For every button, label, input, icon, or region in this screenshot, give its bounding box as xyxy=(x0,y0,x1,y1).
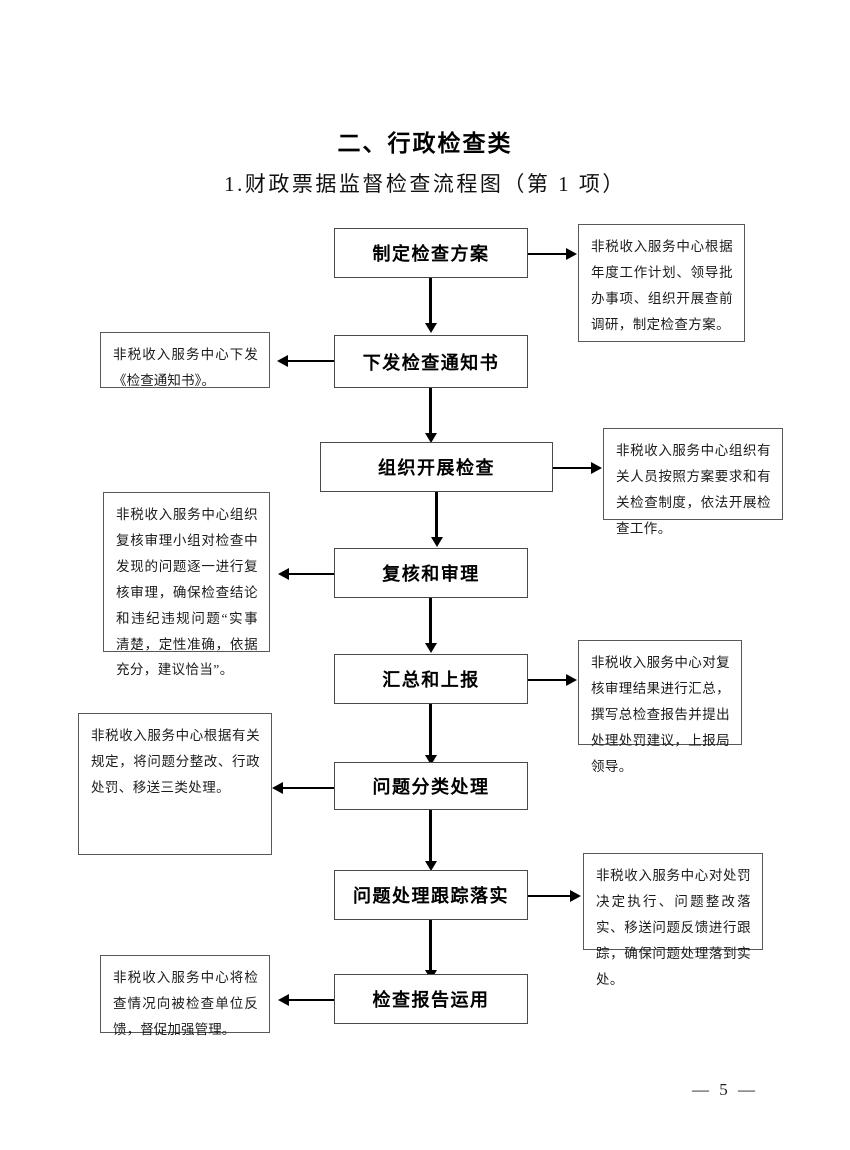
edge-n3-n4-arrow xyxy=(430,537,443,547)
edge-n2-n3-arrow xyxy=(424,433,437,443)
edge-n1-n2-line xyxy=(429,278,432,323)
edge-n5-n6-arrow xyxy=(424,755,437,765)
edge-n5-n6-line xyxy=(429,704,432,755)
flow-node-formulate-plan[interactable]: 制定检查方案 xyxy=(334,228,528,278)
edge-n7-note7-line xyxy=(528,895,572,897)
edge-n7-note7-arrow xyxy=(570,889,581,902)
edge-n2-note2-line xyxy=(287,360,334,362)
edge-n4-note4-arrow xyxy=(278,567,289,580)
edge-n6-note6-line xyxy=(282,787,334,789)
edge-n3-n4-line xyxy=(435,492,438,537)
edge-n8-note8-arrow xyxy=(278,993,289,1006)
edge-n1-note1-line xyxy=(528,253,568,255)
edge-n6-note6-arrow xyxy=(272,781,283,794)
edge-n5-note5-arrow xyxy=(566,673,577,686)
edge-n6-n7-line xyxy=(429,810,432,861)
page-title: 二、行政检查类 xyxy=(337,130,513,156)
flow-node-conduct-inspection[interactable]: 组织开展检查 xyxy=(320,442,553,492)
annotation-formulate-plan: 非税收入服务中心根据年度工作计划、领导批办事项、组织开展查前调研，制定检查方案。 xyxy=(578,224,745,342)
edge-n7-n8-line xyxy=(429,920,432,970)
annotation-track-implementation: 非税收入服务中心对处罚决定执行、问题整改落实、移送问题反馈进行跟踪，确保问题处理… xyxy=(583,853,763,987)
flow-node-classify-problems[interactable]: 问题分类处理 xyxy=(334,762,528,810)
edge-n8-note8-line xyxy=(288,999,334,1001)
page-subtitle: 1.财政票据监督检查流程图（第 1 项） xyxy=(224,172,626,196)
flow-node-track-implementation[interactable]: 问题处理跟踪落实 xyxy=(334,870,528,920)
annotation-conduct-inspection: 非税收入服务中心组织有关人员按照方案要求和有关检查制度，依法开展检查工作。 xyxy=(603,428,783,536)
edge-n4-note4-line xyxy=(288,573,334,575)
annotation-apply-report: 非税收入服务中心将检查情况向被检查单位反馈，督促加强管理。 xyxy=(100,955,270,1037)
edge-n3-note3-line xyxy=(553,467,593,469)
annotation-classify-problems: 非税收入服务中心根据有关规定，将问题分整改、行政处罚、移送三类处理。 xyxy=(78,713,272,855)
edge-n1-note1-arrow xyxy=(566,248,577,260)
flow-node-review-and-trial[interactable]: 复核和审理 xyxy=(334,548,528,598)
annotation-review-and-trial: 非税收入服务中心组织复核审理小组对检查中发现的问题逐一进行复核审理，确保检查结论… xyxy=(103,492,270,677)
edge-n2-n3-line xyxy=(429,388,432,433)
edge-n4-n5-arrow xyxy=(424,643,437,653)
edge-n6-n7-arrow xyxy=(424,861,437,871)
edge-n4-n5-line xyxy=(429,598,432,643)
page-number: — 5 — xyxy=(692,1080,758,1099)
edge-n1-n2-arrow xyxy=(424,323,437,333)
flow-node-apply-report[interactable]: 检查报告运用 xyxy=(334,974,528,1024)
edge-n3-note3-arrow xyxy=(591,461,602,474)
annotation-summarize-and-report: 非税收入服务中心对复核审理结果进行汇总，撰写总检查报告并提出处理处罚建议，上报局… xyxy=(578,640,742,774)
edge-n2-note2-arrow xyxy=(277,354,288,367)
edge-n5-note5-line xyxy=(528,679,568,681)
annotation-issue-notice: 非税收入服务中心下发《检查通知书》。 xyxy=(100,332,270,388)
flow-node-issue-notice[interactable]: 下发检查通知书 xyxy=(334,335,528,388)
flow-node-summarize-and-report[interactable]: 汇总和上报 xyxy=(334,654,528,704)
